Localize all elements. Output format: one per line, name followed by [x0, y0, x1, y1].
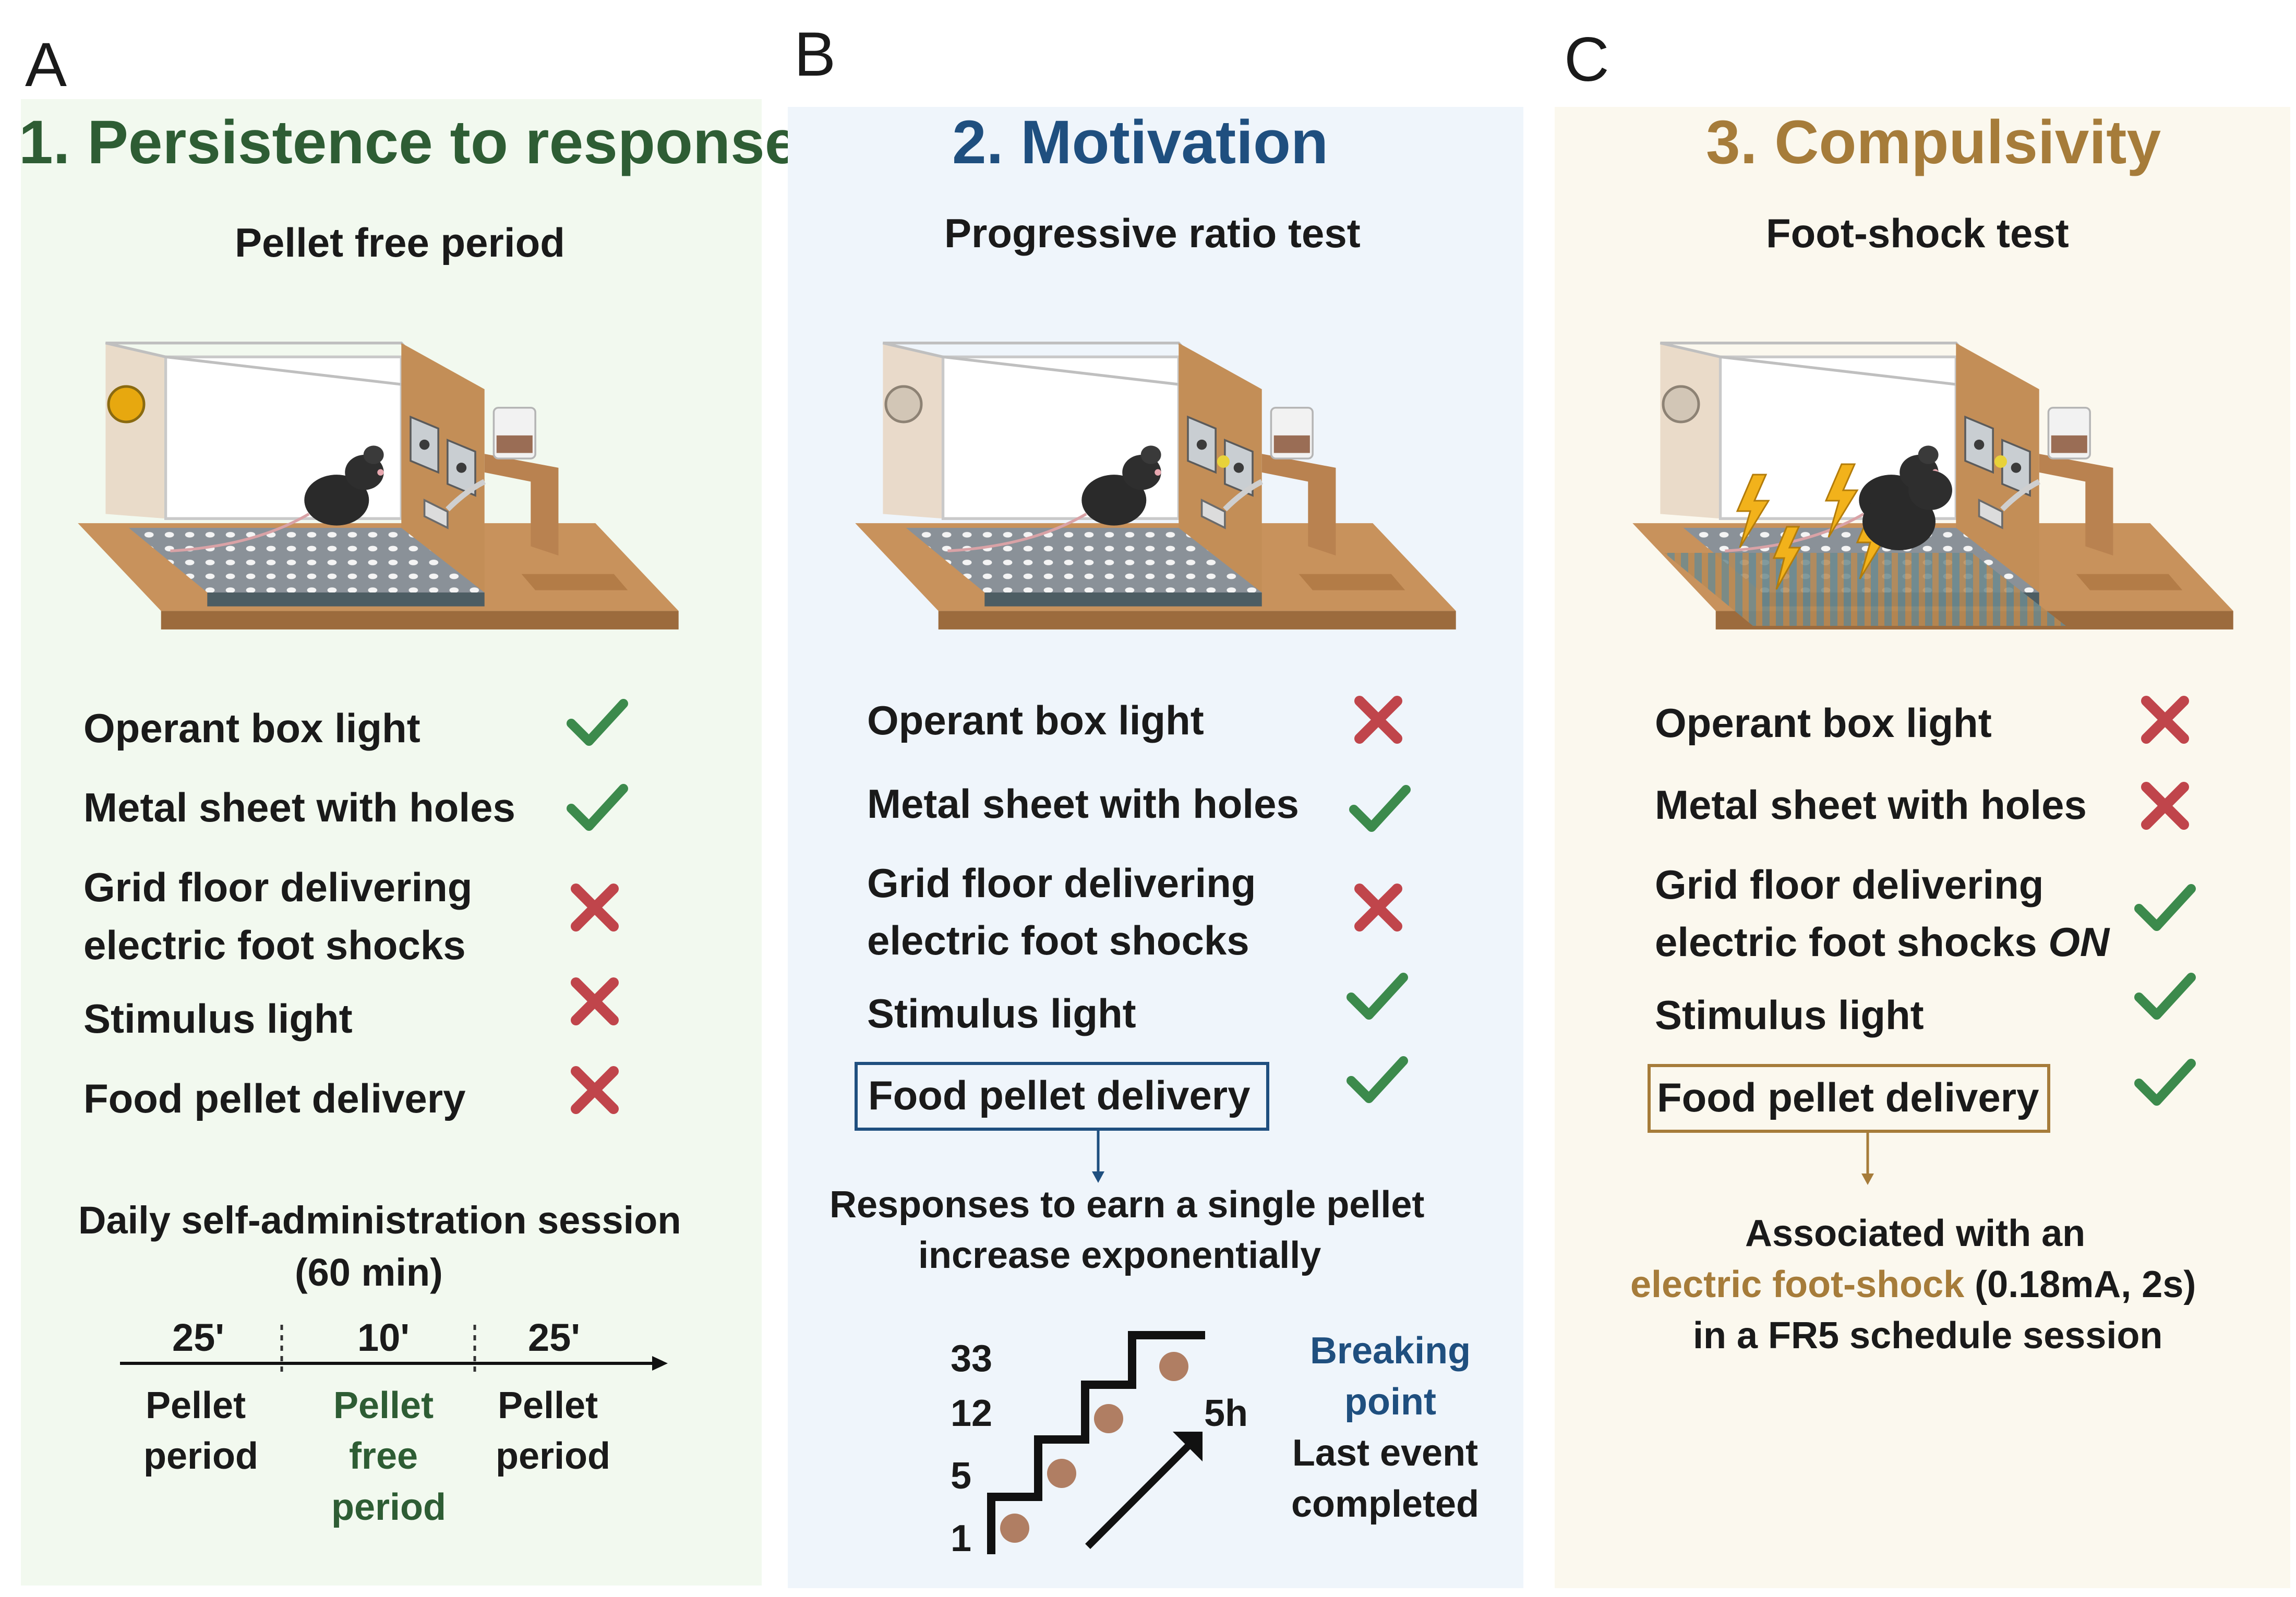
compulsivity-description: Associated with an: [1745, 1213, 2086, 1254]
checklist-item: Metal sheet with holes: [867, 781, 1299, 827]
house-light-on-icon: [107, 385, 146, 424]
checklist-item: Stimulus light: [1655, 992, 1924, 1038]
checklist-item: Operant box light: [1655, 700, 1992, 746]
time-limit-label: 5h: [1204, 1393, 1248, 1434]
operant-box-illustration: [1607, 334, 2259, 657]
cross-icon: [569, 881, 621, 934]
progressive-ratio-stairs: [987, 1331, 1205, 1554]
timeline-duration: 10': [357, 1316, 410, 1359]
session-timeline: [120, 1325, 668, 1372]
cross-icon: [1352, 881, 1404, 934]
panel-a-title: 1. Persistence to response: [19, 108, 799, 177]
panel-c-title: 3. Compulsivity: [1706, 108, 2161, 177]
panel-c-letter: C: [1564, 25, 1609, 94]
session-duration: (60 min): [295, 1251, 443, 1294]
breaking-point-label: point: [1344, 1381, 1436, 1423]
check-icon: [2134, 881, 2196, 934]
check-icon: [566, 696, 629, 748]
panel-a: [21, 99, 762, 1586]
operant-box-illustration: [52, 334, 704, 657]
panel-c-subtitle: Foot-shock test: [1766, 210, 2069, 256]
motivation-description: increase exponentially: [918, 1235, 1321, 1276]
ratio-number: 5: [950, 1455, 972, 1497]
food-pellet-delivery-box: Food pellet delivery: [855, 1062, 1269, 1131]
checklist-item: Metal sheet with holes: [83, 784, 515, 830]
stimulus-light-icon: [1994, 455, 2007, 468]
compulsivity-description: in a FR5 schedule session: [1693, 1315, 2163, 1357]
timeline-duration: 25': [528, 1316, 580, 1359]
checklist-item: Grid floor delivering: [1655, 862, 2044, 908]
panel-a-subtitle: Pellet free period: [235, 220, 565, 265]
house-light-off-icon: [1662, 385, 1700, 424]
checklist-item: electric foot shocks: [83, 922, 466, 968]
ratio-number: 1: [950, 1518, 972, 1559]
checklist-item: Metal sheet with holes: [1655, 782, 2087, 828]
check-icon: [2134, 1056, 2196, 1108]
last-event-label: Last event: [1292, 1432, 1478, 1474]
shock-parameters: (0.18mA, 2s): [1964, 1264, 2196, 1305]
timeline-label: period: [143, 1435, 259, 1477]
electric-foot-shock-label: electric foot-shock: [1630, 1264, 1965, 1305]
arrow-down-icon: [1092, 1131, 1104, 1183]
compulsivity-description: electric foot-shock (0.18mA, 2s): [1630, 1259, 2196, 1311]
checklist-item: electric foot shocks ON: [1655, 913, 2109, 971]
checklist-item-text: electric foot shocks: [1655, 919, 2049, 965]
ratio-number: 12: [950, 1393, 993, 1434]
checklist-item: Operant box light: [867, 697, 1204, 743]
panel-a-letter: A: [25, 30, 67, 100]
breaking-point-label: Breaking: [1309, 1330, 1471, 1372]
timeline-label-highlight: free: [348, 1435, 418, 1477]
arrow-down-icon: [1861, 1133, 1874, 1185]
last-event-label: completed: [1291, 1483, 1480, 1525]
timeline-label: Pellet: [145, 1385, 246, 1426]
session-title: Daily self-administration session: [78, 1199, 681, 1242]
check-icon: [1346, 970, 1409, 1022]
ratio-number: 33: [950, 1338, 993, 1380]
panel-c: [1555, 107, 2290, 1588]
cross-icon: [1352, 694, 1404, 746]
house-light-off-icon: [884, 385, 923, 424]
checklist-item: Grid floor delivering: [867, 860, 1256, 906]
cross-icon: [2139, 694, 2191, 746]
timeline-label: period: [496, 1435, 611, 1477]
check-icon: [1349, 782, 1411, 834]
checklist-item: electric foot shocks: [867, 917, 1249, 963]
timeline-label: Pellet: [497, 1385, 598, 1426]
on-label: ON: [2048, 919, 2110, 965]
cross-icon: [569, 975, 621, 1027]
timeline-label-highlight: period: [331, 1486, 447, 1528]
panel-b-subtitle: Progressive ratio test: [944, 210, 1361, 256]
checklist-item: Food pellet delivery: [83, 1075, 466, 1121]
check-icon: [2134, 970, 2196, 1022]
timeline-label-highlight: Pellet: [333, 1385, 434, 1426]
checklist-item: Grid floor delivering: [83, 864, 473, 910]
check-icon: [1346, 1054, 1409, 1106]
checklist-item: Stimulus light: [867, 990, 1136, 1036]
check-icon: [566, 781, 629, 833]
panel-b-title: 2. Motivation: [952, 108, 1329, 177]
cross-icon: [569, 1064, 621, 1116]
timeline-duration: 25': [172, 1316, 224, 1359]
operant-box-illustration: [830, 334, 1482, 657]
food-pellet-delivery-box: Food pellet delivery: [1648, 1064, 2050, 1133]
panel-b-letter: B: [794, 19, 836, 89]
motivation-description: Responses to earn a single pellet: [830, 1184, 1425, 1226]
stimulus-light-icon: [1217, 455, 1230, 468]
checklist-item: Operant box light: [83, 705, 420, 751]
cross-icon: [2139, 780, 2191, 832]
checklist-item: Stimulus light: [83, 996, 353, 1042]
